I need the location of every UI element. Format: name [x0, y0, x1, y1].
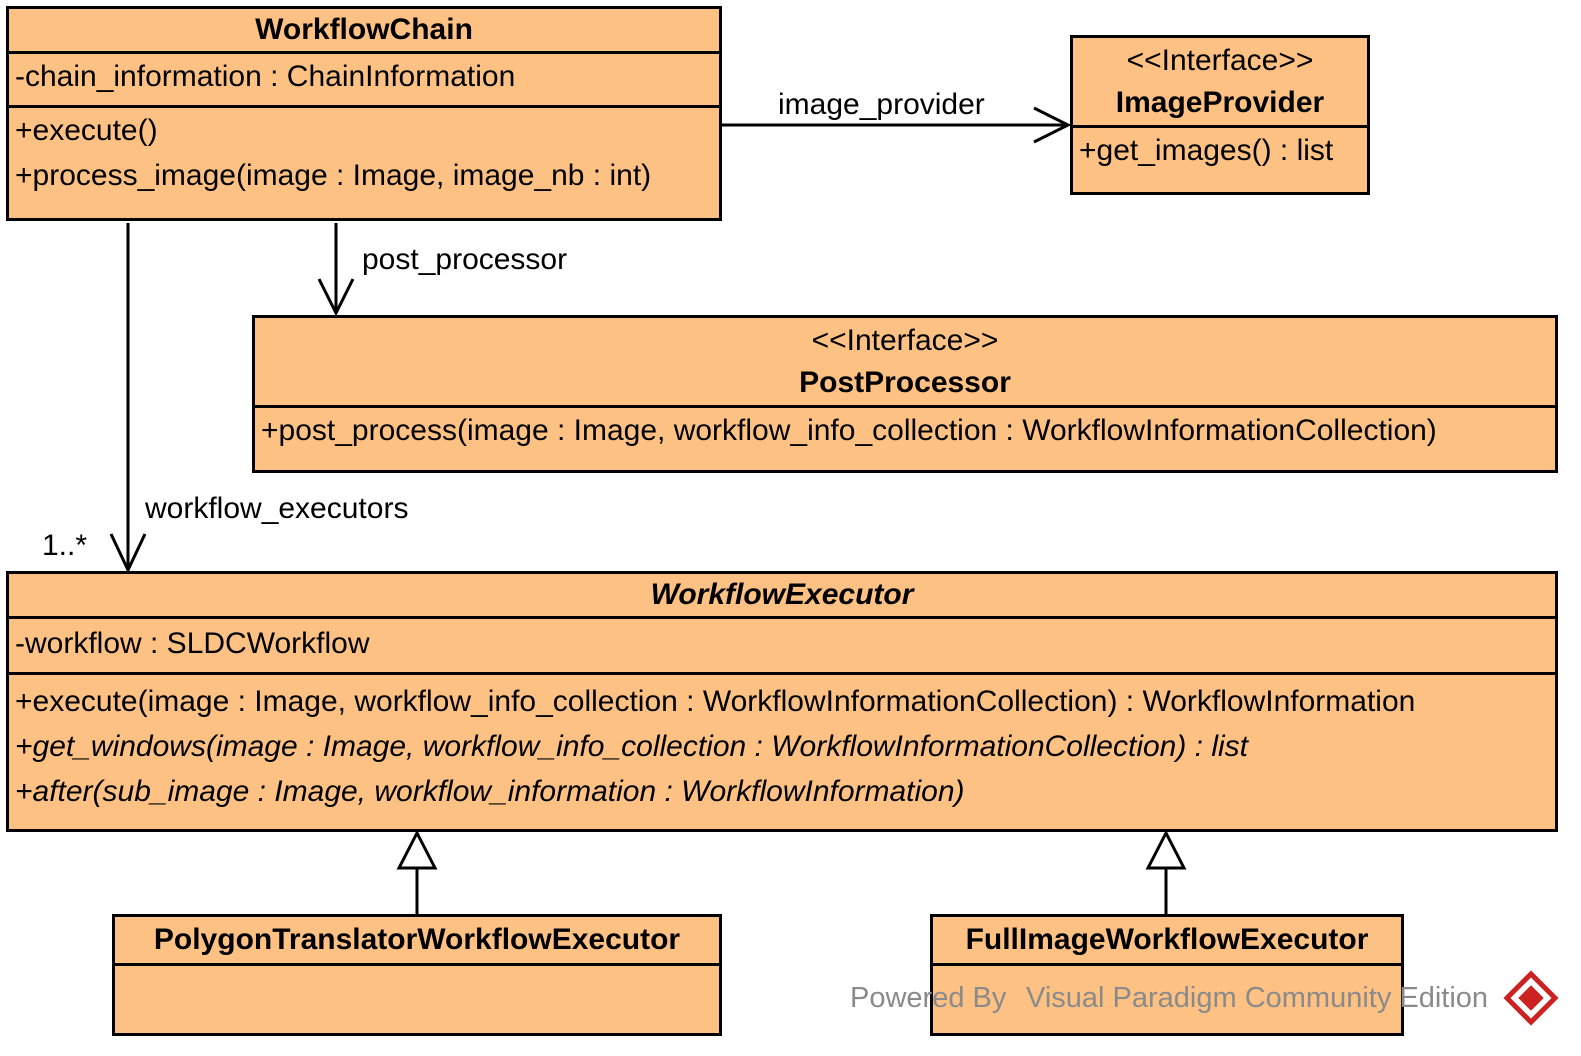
class-name: WorkflowExecutor [650, 578, 914, 611]
operation: +get_images() : list [1079, 134, 1334, 167]
stereotype: <<Interface>> [1126, 44, 1314, 77]
operations-compartment: +execute() +process_image(image : Image,… [9, 105, 719, 198]
class-full-image-workflow-executor[interactable]: FullImageWorkflowExecutor [930, 914, 1404, 1036]
class-polygon-translator-workflow-executor[interactable]: PolygonTranslatorWorkflowExecutor [112, 914, 722, 1036]
class-name: ImageProvider [1115, 86, 1325, 119]
workflow-executors-role-label: workflow_executors [145, 492, 409, 525]
operations-compartment: +get_images() : list [1073, 125, 1367, 173]
watermark-product: Visual Paradigm Community Edition [1026, 982, 1489, 1014]
full-image-generalization-triangle [1145, 829, 1187, 870]
operation: +process_image(image : Image, image_nb :… [15, 159, 652, 192]
image-provider-role-label: image_provider [778, 88, 985, 121]
class-name: PolygonTranslatorWorkflowExecutor [153, 923, 681, 956]
workflow-executors-arrowhead [109, 533, 147, 574]
operation: +execute() [15, 114, 158, 147]
attributes-compartment: -workflow : SLDCWorkflow [9, 616, 1555, 672]
class-image-provider[interactable]: <<Interface>> ImageProvider +get_images(… [1070, 35, 1370, 195]
class-workflow-executor[interactable]: WorkflowExecutor -workflow : SLDCWorkflo… [6, 571, 1558, 832]
class-name: WorkflowChain [255, 13, 473, 46]
polygon-translator-generalization-triangle [396, 829, 438, 870]
post-processor-arrowhead [317, 278, 355, 317]
class-workflow-chain[interactable]: WorkflowChain -chain_information : Chain… [6, 6, 722, 221]
attribute: -workflow : SLDCWorkflow [15, 627, 370, 660]
post-processor-role-label: post_processor [362, 243, 568, 276]
operations-compartment: +execute(image : Image, workflow_info_co… [9, 672, 1555, 814]
attributes-compartment: -chain_information : ChainInformation [9, 51, 719, 105]
class-name: FullImageWorkflowExecutor [965, 923, 1369, 956]
watermark-prefix: Powered By [850, 982, 1007, 1014]
operation: +execute(image : Image, workflow_info_co… [15, 685, 1416, 718]
attribute: -chain_information : ChainInformation [15, 60, 516, 93]
workflow-executors-multiplicity: 1..* [42, 529, 88, 562]
operation: +post_process(image : Image, workflow_in… [261, 414, 1437, 447]
operations-compartment: +post_process(image : Image, workflow_in… [255, 405, 1555, 453]
operation-abstract: +get_windows(image : Image, workflow_inf… [15, 730, 1249, 763]
empty-compartment [933, 963, 1401, 1033]
class-name: PostProcessor [799, 366, 1011, 399]
empty-compartment [115, 963, 719, 1033]
class-post-processor[interactable]: <<Interface>> PostProcessor +post_proces… [252, 315, 1558, 473]
operation-abstract: +after(sub_image : Image, workflow_infor… [15, 775, 965, 808]
stereotype: <<Interface>> [811, 324, 999, 357]
image-provider-arrowhead [1033, 106, 1072, 144]
